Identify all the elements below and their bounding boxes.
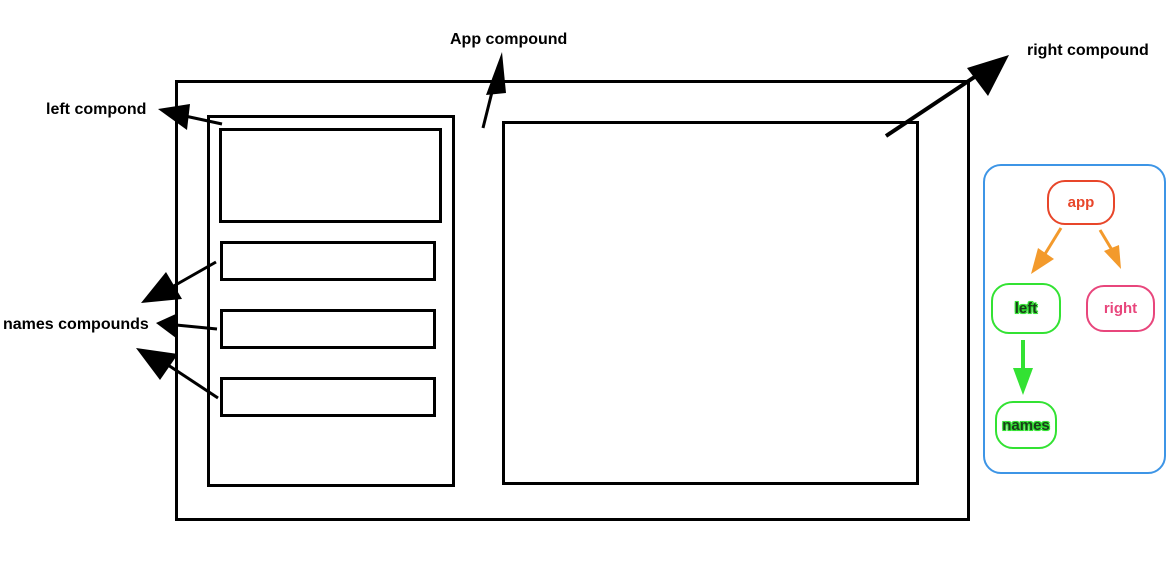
- right-node: right: [1086, 285, 1155, 332]
- names-compounds-label: names compounds: [3, 316, 149, 333]
- app-to-left-arrow: [1031, 227, 1063, 274]
- app-compound-label: App compound: [450, 31, 568, 48]
- right-compound-arrow: [884, 55, 1009, 138]
- app-node: app: [1047, 180, 1115, 225]
- names-compound-box-3: [220, 377, 436, 417]
- right-compound-box: [502, 121, 919, 485]
- left-to-names-arrow: [1013, 340, 1033, 395]
- names-compound-box-2: [220, 309, 436, 349]
- names-compound-box-1: [220, 241, 436, 281]
- left-node: left: [991, 283, 1061, 334]
- names-arrow-3: [136, 348, 219, 400]
- names-node-label: names: [1002, 416, 1050, 434]
- names-arrow-1: [141, 260, 217, 303]
- right-compound-label: right compound: [1027, 42, 1149, 59]
- left-compound-label: left compond: [46, 101, 147, 118]
- names-node: names: [995, 401, 1057, 449]
- left-compound-box: [207, 115, 455, 487]
- app-node-label: app: [1067, 194, 1095, 211]
- left-node-label: left: [1014, 300, 1038, 317]
- right-node-label: right: [1103, 300, 1138, 317]
- names-arrow-2: [156, 313, 218, 338]
- app-to-right-arrow: [1098, 229, 1121, 269]
- app-compound-box: [175, 80, 970, 521]
- left-compound-arrow: [158, 104, 223, 130]
- app-compound-arrow: [481, 52, 506, 129]
- left-top-panel: [219, 128, 442, 223]
